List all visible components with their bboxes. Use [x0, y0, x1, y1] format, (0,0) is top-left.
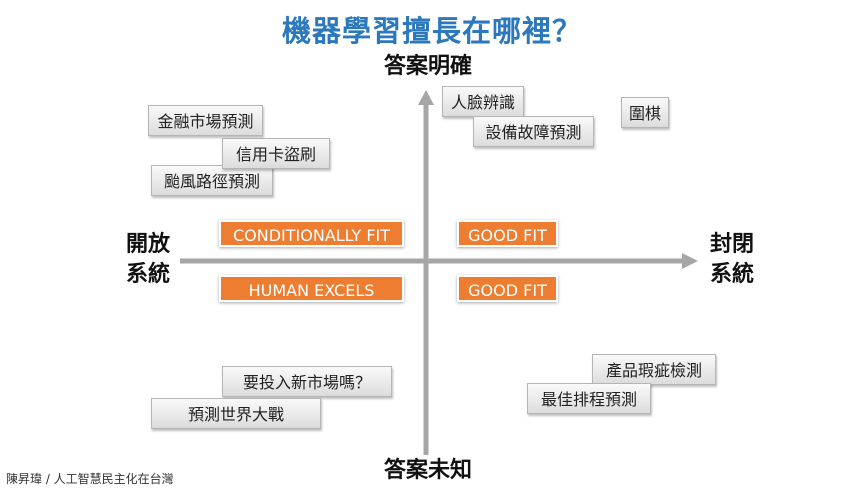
- quadrant-label-human-excels: HUMAN EXCELS: [219, 275, 404, 302]
- item-box: 要投入新市場嗎？: [222, 366, 392, 397]
- quadrant-label-good-fit-top: GOOD FIT: [457, 220, 558, 247]
- up-arrow-icon: [418, 90, 434, 105]
- quadrant-label-good-fit-bottom: GOOD FIT: [457, 275, 558, 302]
- item-box: 人臉辨識: [442, 86, 524, 117]
- item-box: 金融市場預測: [148, 105, 263, 136]
- item-box: 圍棋: [621, 97, 669, 128]
- item-box: 信用卡盜刷: [222, 138, 330, 169]
- quadrant-label-conditionally-fit: CONDITIONALLY FIT: [219, 220, 404, 247]
- axis-label-right-line2: 系統: [709, 262, 754, 287]
- item-box: 設備故障預測: [473, 116, 594, 147]
- item-box: 產品瑕疵檢測: [592, 354, 716, 385]
- item-box: 預測世界大戰: [151, 398, 321, 429]
- axis-label-left-line1: 開放: [125, 232, 170, 257]
- right-arrow-icon: [682, 253, 698, 269]
- axis-label-left: 開放 系統: [118, 230, 178, 290]
- item-box: 最佳排程預測: [527, 383, 651, 414]
- footer-credit: 陳昇瑋 / 人工智慧民主化在台灣: [6, 472, 174, 486]
- slide-title: 機器學習擅長在哪裡？: [281, 14, 582, 48]
- axis-label-bottom: 答案未知: [383, 458, 472, 483]
- axis-label-left-line2: 系統: [125, 262, 170, 287]
- axis-label-top: 答案明確: [383, 54, 472, 79]
- axis-label-right-line1: 封閉: [709, 232, 754, 257]
- axis-label-right: 封閉 系統: [702, 230, 762, 290]
- item-box: 颱風路徑預測: [151, 165, 273, 196]
